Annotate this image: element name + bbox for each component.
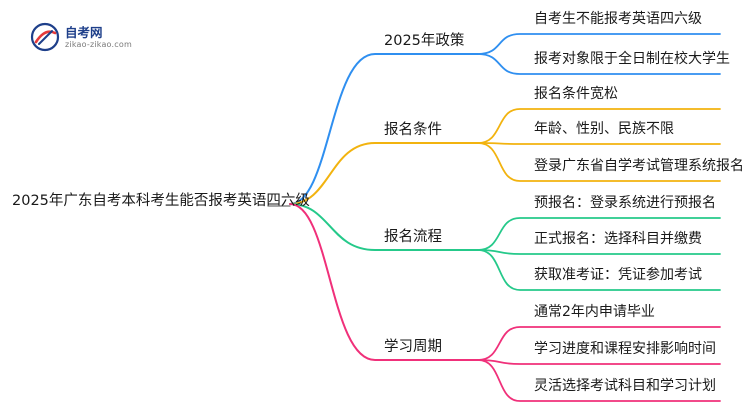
leaf-topic-3-2: 正式报名：选择科目并缴费 bbox=[534, 231, 702, 247]
leaf-connector-3-2 bbox=[477, 249, 721, 255]
leaf-connector-2-1 bbox=[477, 108, 721, 144]
logo-mark-icon bbox=[30, 22, 60, 52]
leaf-connector-4-2 bbox=[477, 359, 721, 365]
leaf-topic-4-1: 通常2年内申请毕业 bbox=[534, 304, 655, 320]
root-topic: 2025年广东自考本科考生能否报考英语四六级 bbox=[12, 193, 310, 209]
branch-topic-3: 报名流程 bbox=[384, 229, 442, 245]
branch-connector-1 bbox=[289, 53, 479, 205]
leaf-topic-2-2: 年龄、性别、民族不限 bbox=[534, 121, 674, 137]
leaf-topic-4-2: 学习进度和课程安排影响时间 bbox=[534, 341, 716, 357]
branch-connector-4 bbox=[289, 203, 479, 361]
leaf-topic-2-1: 报名条件宽松 bbox=[534, 86, 618, 102]
leaf-connector-4-1 bbox=[477, 326, 721, 361]
leaf-connector-4-3 bbox=[477, 359, 721, 402]
site-logo: 自考网 zikao-zikao.com bbox=[30, 16, 138, 56]
branch-topic-2: 报名条件 bbox=[384, 122, 442, 138]
logo-name: 自考网 bbox=[65, 25, 103, 40]
leaf-topic-1-1: 自考生不能报考英语四六级 bbox=[534, 11, 702, 27]
branch-connector-2 bbox=[289, 142, 479, 205]
leaf-connector-1-2 bbox=[477, 53, 721, 75]
leaf-connector-3-3 bbox=[477, 249, 721, 291]
branch-topic-1: 2025年政策 bbox=[384, 33, 465, 49]
leaf-topic-3-3: 获取准考证：凭证参加考试 bbox=[534, 267, 702, 283]
leaf-connector-2-2 bbox=[477, 142, 721, 145]
leaf-topic-3-1: 预报名：登录系统进行预报名 bbox=[534, 195, 716, 211]
leaf-topic-1-2: 报考对象限于全日制在校大学生 bbox=[534, 51, 730, 67]
branch-topic-4: 学习周期 bbox=[384, 339, 442, 355]
leaf-topic-2-3: 登录广东省自学考试管理系统报名 bbox=[534, 158, 744, 174]
logo-url: zikao-zikao.com bbox=[65, 40, 132, 49]
branch-connector-3 bbox=[289, 203, 479, 251]
leaf-connector-3-1 bbox=[477, 217, 721, 251]
leaf-connector-1-1 bbox=[477, 33, 721, 55]
leaf-topic-4-3: 灵活选择考试科目和学习计划 bbox=[534, 378, 716, 394]
leaf-connector-2-3 bbox=[477, 142, 721, 182]
